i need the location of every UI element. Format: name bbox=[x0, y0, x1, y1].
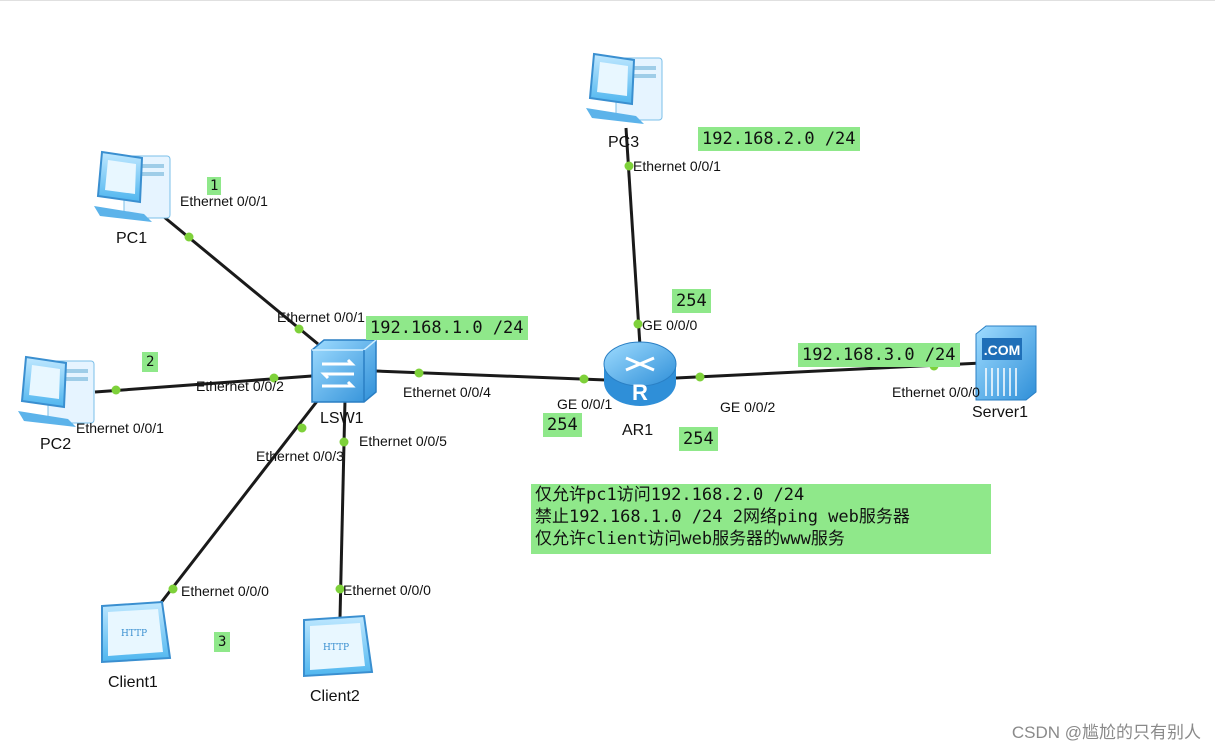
ip-label-ge0: 254 bbox=[672, 289, 711, 313]
port-label-pc2: Ethernet 0/0/1 bbox=[76, 420, 164, 436]
svg-text:HTTP: HTTP bbox=[121, 629, 147, 639]
link-pc1-lsw1 bbox=[157, 210, 319, 346]
svg-text:R: R bbox=[632, 380, 648, 405]
pc1-icon bbox=[94, 150, 171, 222]
port-label-client1: Ethernet 0/0/0 bbox=[181, 583, 269, 599]
port-label-sw-eth2: Ethernet 0/0/2 bbox=[196, 378, 284, 394]
port-label-pc3: Ethernet 0/0/1 bbox=[633, 158, 721, 174]
pc2-label: PC2 bbox=[40, 436, 72, 453]
link-lsw1-ar1 bbox=[375, 369, 607, 382]
switch-icon bbox=[311, 339, 377, 403]
pc3-label: PC3 bbox=[608, 134, 640, 151]
port-dot-sw-eth5 bbox=[339, 437, 349, 447]
policy-line-1: 仅允许pc1访问192.168.2.0 /24 bbox=[535, 485, 805, 505]
link-lsw1-client2 bbox=[338, 399, 347, 619]
network-label-3: 192.168.3.0 /24 bbox=[798, 343, 960, 367]
client2-icon: HTTP bbox=[303, 614, 374, 678]
port-label-ar-ge1: GE 0/0/1 bbox=[557, 396, 613, 412]
port-label-sw-eth4: Ethernet 0/0/4 bbox=[403, 384, 491, 400]
client1-icon: HTTP bbox=[101, 600, 172, 664]
port-dot-sw-eth1 bbox=[294, 324, 304, 334]
svg-text:.COM: .COM bbox=[984, 342, 1021, 358]
port-dot-ar-ge1 bbox=[579, 374, 589, 384]
ip-label-ge2: 254 bbox=[679, 427, 718, 451]
ip-label-ge1: 254 bbox=[543, 413, 582, 437]
port-label-server: Ethernet 0/0/0 bbox=[892, 384, 980, 400]
port-label-pc1: Ethernet 0/0/1 bbox=[180, 193, 268, 209]
port-label-client2: Ethernet 0/0/0 bbox=[343, 582, 431, 598]
server-icon: .COM bbox=[975, 325, 1037, 401]
port-dot-sw-eth4 bbox=[414, 368, 424, 378]
port-dot-client1 bbox=[168, 584, 178, 594]
port-label-ar-ge2: GE 0/0/2 bbox=[720, 399, 776, 415]
svg-text:HTTP: HTTP bbox=[323, 643, 349, 653]
server-label: Server1 bbox=[972, 404, 1029, 421]
port-label-sw-eth1: Ethernet 0/0/1 bbox=[277, 309, 365, 325]
watermark: CSDN @尴尬的只有别人 bbox=[1011, 723, 1201, 742]
port-dot-sw-eth2 bbox=[269, 373, 279, 383]
note-1: 1 bbox=[207, 177, 222, 195]
port-dot-pc1 bbox=[184, 232, 194, 242]
port-dot-sw-eth3 bbox=[297, 423, 307, 433]
client1-label: Client1 bbox=[108, 674, 158, 691]
port-dot-pc3 bbox=[624, 161, 634, 171]
port-dot-pc2 bbox=[111, 385, 121, 395]
policy-line-2: 禁止192.168.1.0 /24 2网络ping web服务器 bbox=[535, 507, 910, 527]
pc2-icon bbox=[18, 355, 95, 427]
router-label: AR1 bbox=[622, 422, 654, 439]
port-dot-ar-ge2 bbox=[695, 372, 705, 382]
network-label-2: 192.168.2.0 /24 bbox=[698, 127, 860, 151]
note-2: 2 bbox=[142, 352, 159, 372]
policy-note: 仅允许pc1访问192.168.2.0 /24 禁止192.168.1.0 /2… bbox=[531, 484, 991, 554]
client2-label: Client2 bbox=[310, 688, 360, 705]
port-label-sw-eth5: Ethernet 0/0/5 bbox=[359, 433, 447, 449]
pc3-icon bbox=[586, 52, 663, 124]
port-label-ar-ge0: GE 0/0/0 bbox=[642, 317, 698, 333]
pc1-label: PC1 bbox=[116, 230, 148, 247]
port-dot-client2 bbox=[335, 584, 345, 594]
switch-label: LSW1 bbox=[320, 410, 364, 427]
port-label-sw-eth3: Ethernet 0/0/3 bbox=[256, 448, 344, 464]
note-3: 3 bbox=[214, 632, 231, 652]
network-label-1: 192.168.1.0 /24 bbox=[366, 316, 528, 340]
router-icon: R bbox=[603, 341, 677, 406]
port-dots bbox=[111, 161, 939, 594]
top-border bbox=[0, 0, 1215, 1]
link-lsw1-client1 bbox=[158, 399, 320, 605]
port-dot-ar-ge0 bbox=[633, 319, 643, 329]
policy-line-3: 仅允许client访问web服务器的www服务 bbox=[535, 529, 845, 549]
